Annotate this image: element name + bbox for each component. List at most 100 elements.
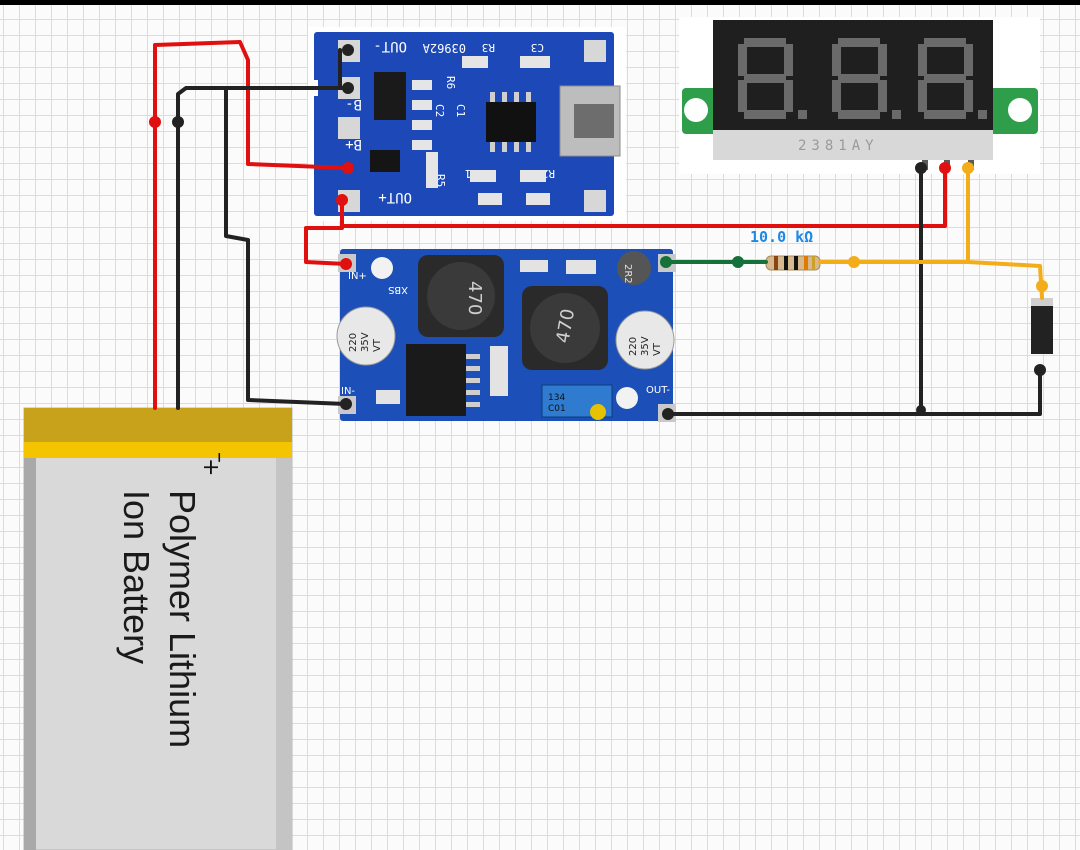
label-out-minus: OUT- (373, 38, 407, 54)
wire-out-plus-to-meter (340, 166, 947, 228)
battery-body (23, 407, 293, 850)
cap-right-brand: VT (652, 342, 663, 356)
wires (153, 40, 1044, 416)
cap-left-voltage: 35V (360, 332, 371, 352)
chip-code: 03962A (422, 41, 466, 55)
junction-diode-top (1036, 280, 1048, 292)
charger-module[interactable]: OUT- B- B+ OUT+ 03962A R3 C3 R6 C2 C1 R1… (308, 27, 626, 221)
small-inductor (617, 251, 651, 285)
label-r3: R3 (482, 41, 495, 54)
junction-sense-mid (732, 256, 744, 268)
junction-out-plus (336, 194, 348, 206)
junction-in-minus (340, 398, 352, 410)
battery[interactable]: – Polymer Lithium Ion Battery + (23, 407, 293, 850)
pad-right-top (584, 40, 606, 62)
label-xbs: XBS (388, 284, 408, 295)
trim-pot-screw (590, 404, 606, 420)
label-b-plus: B+ (345, 136, 362, 152)
pad-right-bottom (584, 190, 606, 212)
label-in-plus: IN+ (348, 271, 367, 282)
charger-smd (412, 56, 550, 205)
regulator-ic (406, 344, 466, 416)
resistor-band-2 (784, 256, 788, 270)
wire-signal-to-diode (966, 260, 1044, 300)
charger-ic-pins (490, 92, 531, 152)
wire-battery-minus (176, 86, 350, 410)
resistor-label: 10.0 kΩ (750, 228, 813, 246)
boost-hole-top (371, 257, 393, 279)
digit-1 (738, 38, 807, 119)
wire-boost-out-minus (666, 368, 1042, 416)
junction-red-battery (149, 116, 161, 128)
junction-meter-gnd (915, 162, 927, 174)
voltmeter-hole-right (1008, 98, 1032, 122)
cap-right (615, 310, 675, 370)
pad-b-plus (338, 117, 360, 139)
label-out-minus: OUT- (646, 385, 670, 396)
label-r6: R6 (444, 76, 457, 89)
battery-edge (24, 408, 36, 850)
resistor[interactable]: 10.0 kΩ (750, 228, 821, 271)
cap-left-brand: VT (372, 338, 383, 352)
cap-left-value: 220 (348, 333, 359, 352)
battery-minus-label: – (207, 452, 232, 463)
trim-pot (541, 384, 613, 418)
battery-plus-label: + (198, 458, 223, 476)
pot-code-1: 134 (548, 393, 565, 403)
voltmeter-hole-left (684, 98, 708, 122)
cap-right-voltage: 35V (640, 336, 651, 356)
junction-b-minus (342, 82, 354, 94)
junction-meter-gnd-bottom (916, 405, 926, 415)
wire-battery-plus (153, 40, 350, 410)
voltmeter-base (713, 130, 993, 160)
boost-module[interactable]: IN+ IN- OUT- XBS 470 470 220 35V VT 220 … (336, 249, 676, 422)
diode-cathode-band (1031, 298, 1053, 306)
charger-ic-left (374, 72, 406, 120)
junction-meter-vcc (939, 162, 951, 174)
inductor-left-code: 470 (464, 281, 485, 315)
junction-b-plus (342, 162, 354, 174)
resistor-band-1 (774, 256, 778, 270)
label-b-minus: B- (345, 96, 362, 112)
charger-ic-small (370, 150, 400, 172)
junction-signal-mid (848, 256, 860, 268)
junction-in-plus (340, 258, 352, 270)
boost-hole-bottom (616, 387, 638, 409)
junctions (149, 44, 1048, 420)
label-c2: C2 (433, 104, 446, 117)
pot-code-2: C01 (548, 404, 566, 414)
junction-black-battery (172, 116, 184, 128)
battery-cap-stripe (24, 442, 292, 458)
boost-smd (376, 260, 596, 404)
voltmeter-digits (738, 38, 987, 119)
top-bar (0, 0, 1080, 5)
battery-side (276, 408, 292, 850)
small-inductor-code: 2R2 (622, 264, 633, 284)
cap-left (336, 306, 396, 366)
label-in-minus: IN- (341, 386, 355, 397)
diode-body (1031, 298, 1053, 354)
digit-3 (918, 38, 987, 119)
battery-label-line2: Ion Battery (116, 490, 157, 664)
regulator-pins (466, 354, 480, 407)
junction-out-minus (342, 44, 354, 56)
label-c3: C3 (531, 41, 544, 54)
charger-ic-main (486, 102, 536, 142)
junction-meter-sig (962, 162, 974, 174)
junction-out-minus-boost (662, 408, 674, 420)
resistor-band-5 (812, 256, 815, 270)
resistor-band-4 (804, 256, 808, 270)
voltmeter-model: 2381AY (798, 138, 879, 154)
digit-2 (832, 38, 901, 119)
junction-diode-bottom (1034, 364, 1046, 376)
diode[interactable] (1031, 298, 1053, 354)
voltmeter[interactable]: 2381AY (679, 17, 1040, 174)
battery-label-line1: Polymer Lithium (162, 490, 203, 748)
cap-right-value: 220 (628, 337, 639, 356)
wire-bminus-to-boost-in-minus (224, 86, 348, 406)
inductor-right-core (530, 293, 600, 363)
usb-port-opening (574, 104, 614, 138)
label-out-plus: OUT+ (378, 189, 412, 205)
resistor-band-3 (794, 256, 798, 270)
